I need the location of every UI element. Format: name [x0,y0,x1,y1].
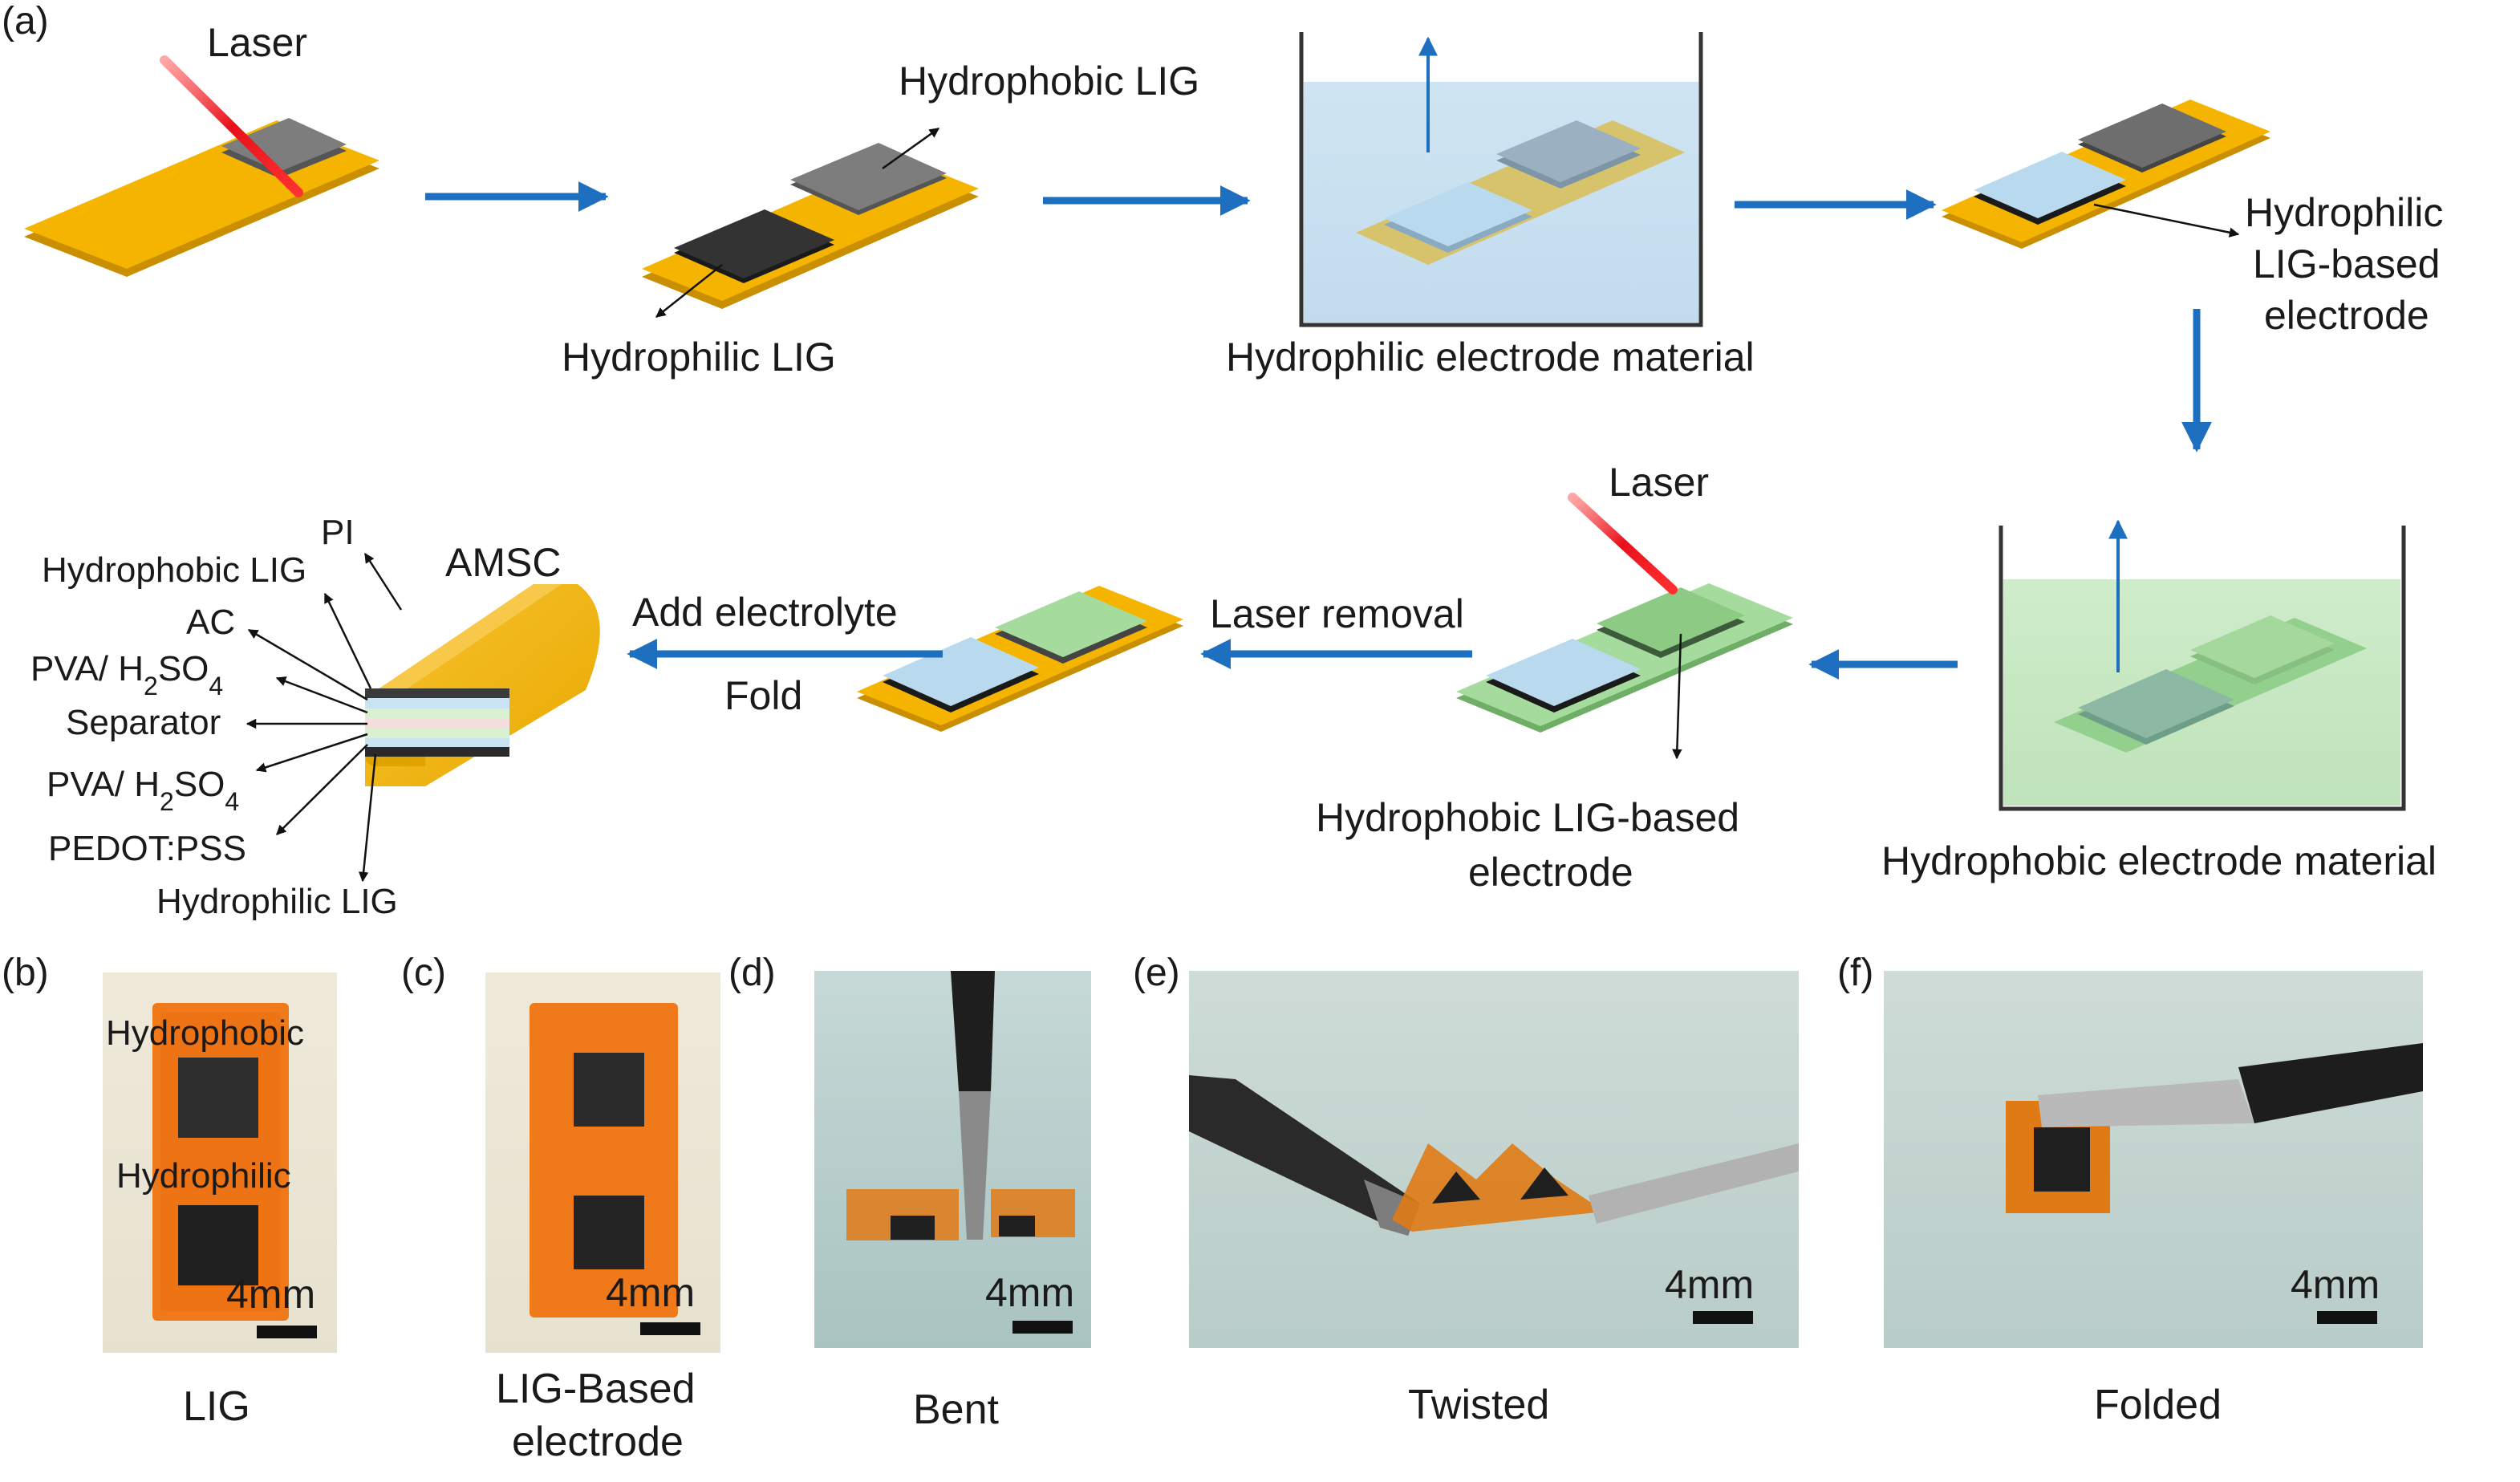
fold-label: Fold [724,673,802,718]
photo-f-caption: Folded [2094,1382,2222,1428]
step1-pi-substrate [24,118,379,277]
layer-separator-label: Separator [66,703,221,742]
beaker-hydrophilic [1299,32,1703,327]
hydrophilic-electrode-label-2: LIG-based [2253,242,2440,286]
layer-pi-label: PI [321,513,355,552]
laser-label-2: Laser [1609,460,1709,505]
photo-d-caption: Bent [913,1387,1000,1433]
add-electrolyte-label: Add electrolyte [632,590,898,635]
layer-pedot-label: PEDOT:PSS [48,829,246,868]
hydrophilic-material-label: Hydrophilic electrode material [1226,335,1755,380]
step2-lig-substrate [642,143,979,309]
photo-c-caption-2: electrode [512,1419,684,1465]
hydrophilic-lig-pointer [655,264,723,318]
photo-b-caption: LIG [183,1383,250,1430]
hydrophilic-electrode-label-3: electrode [2264,293,2429,338]
layer-pva2-label: PVA/ H2SO4 [47,765,239,816]
layer-pi-pointer [363,552,403,611]
layer-hydrophobic-lig-pointer [323,592,372,689]
laser-removal-label: Laser removal [1210,591,1464,636]
laser-label-1: Laser [207,20,307,65]
layer-ac-pointer [247,628,368,701]
panel-e-label: (e) [1133,952,1180,994]
photo-c-caption-1: LIG-Based [496,1366,696,1412]
step7-asymmetric-electrodes [857,586,1183,732]
hydrophobic-electrode-label-2: electrode [1468,850,1633,895]
photo-b-scale: 4mm [226,1272,315,1317]
layer-pva2-pointer [255,733,368,773]
layer-pva1-label: PVA/ H2SO4 [30,649,223,700]
amsc-label: AMSC [445,540,561,585]
hydrophobic-electrode-pointer [1672,633,1682,760]
hydrophobic-electrode-label-1: Hydrophobic LIG-based [1316,795,1739,840]
panel-f-label: (f) [1837,952,1873,994]
photo-c [485,972,720,1353]
hydrophilic-lig-label: Hydrophilic LIG [562,335,836,380]
hydrophobic-lig-pointer [882,127,940,170]
hydrophilic-electrode-label-1: Hydrophilic [2245,190,2443,235]
layer-hydrophilic-lig-pointer [358,753,377,883]
photo-e [1189,971,1799,1348]
panel-b-label: (b) [2,952,49,994]
photo-b-bottom-label: Hydrophilic [116,1156,291,1196]
photo-b-top-label: Hydrophobic [106,1013,304,1053]
photo-d-scale: 4mm [985,1270,1074,1315]
panel-c-label: (c) [401,952,446,994]
photo-c-scale: 4mm [606,1270,695,1315]
beaker-hydrophobic [1999,519,2406,811]
photo-d [814,971,1091,1348]
panel-a-label: (a) [2,0,49,43]
photo-f [1884,971,2423,1348]
photo-b [103,972,337,1353]
photo-e-scale: 4mm [1665,1262,1754,1307]
laser-beam-2 [1568,493,1678,595]
step4-hydrophilic-electrode [1942,99,2270,249]
hydrophobic-material-label: Hydrophobic electrode material [1881,838,2437,883]
amsc-device [365,584,600,786]
step6-hydrophobic-electrode [1456,583,1793,733]
layer-pva1-pointer [275,676,368,714]
layer-hydrophilic-lig-label: Hydrophilic LIG [156,882,398,921]
layer-pedot-pointer [276,744,368,835]
laser-beam-1 [160,55,303,197]
panel-d-label: (d) [728,952,776,994]
layer-hydrophobic-lig-label: Hydrophobic LIG [42,550,306,590]
hydrophobic-lig-label: Hydrophobic LIG [899,59,1199,104]
photo-e-caption: Twisted [1408,1382,1549,1428]
layer-ac-label: AC [186,603,235,642]
photo-f-scale: 4mm [2291,1262,2380,1307]
hydrophilic-electrode-pointer [2093,203,2240,238]
